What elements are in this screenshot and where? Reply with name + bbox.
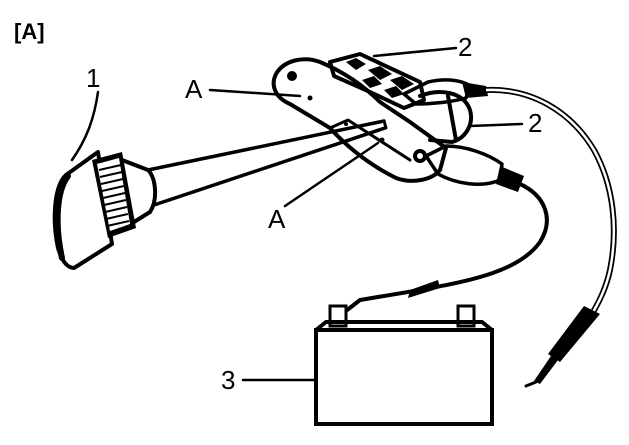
switch-body: [271, 52, 473, 183]
lower-lead: [340, 144, 549, 316]
tool-1: [52, 119, 388, 270]
label-2-top: 2: [458, 32, 472, 62]
label-1: 1: [86, 63, 100, 93]
upper-lead: [402, 78, 617, 388]
label-3: 3: [221, 365, 235, 395]
battery: [314, 304, 494, 426]
label-a-top: A: [185, 74, 203, 104]
leader-a-top: [208, 88, 302, 98]
label-2-mid: 2: [528, 108, 542, 138]
label-a-bottom: A: [268, 204, 286, 234]
knurled-collar: [92, 152, 136, 238]
leader-1: [70, 90, 100, 162]
figure-title: [A]: [14, 19, 45, 44]
leader-a-bottom: [283, 141, 380, 208]
leader-2-mid: [468, 122, 524, 128]
leader-2-top: [372, 46, 458, 58]
